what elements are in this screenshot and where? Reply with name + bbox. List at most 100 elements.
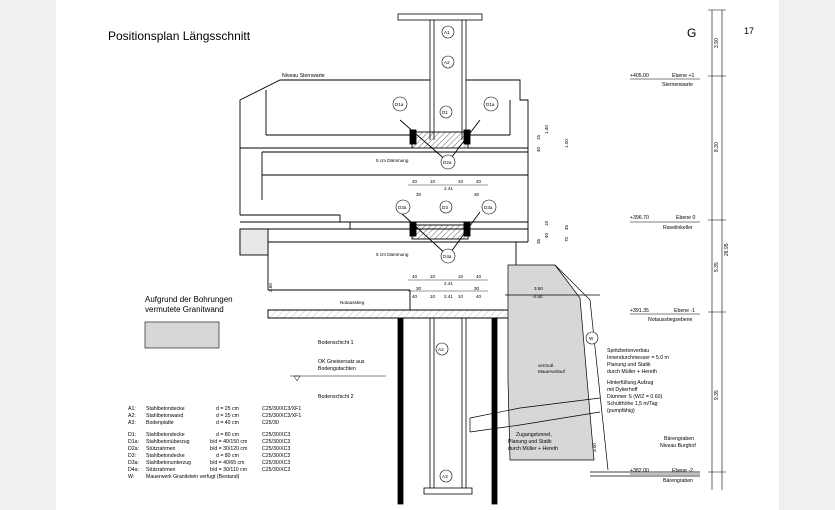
svg-text:40: 40 — [412, 294, 418, 299]
legend-spec: C25/30/XC3 — [262, 460, 290, 466]
svg-text:1.00: 1.00 — [564, 139, 569, 148]
callouts: A1 A2 D1a D1 D1a D2a D3a D3 D3a D4a A2 A… — [392, 25, 599, 483]
callout-d3: D3 — [439, 200, 453, 214]
legend-code: A1: — [128, 406, 136, 412]
svg-text:mit Dykerhoff: mit Dykerhoff — [607, 387, 638, 393]
svg-text:Planung und Statik: Planung und Statik — [508, 439, 552, 445]
svg-text:70: 70 — [564, 236, 569, 242]
legend-code: D1a: — [128, 439, 139, 445]
svg-text:40: 40 — [536, 146, 541, 152]
svg-text:10: 10 — [430, 179, 436, 184]
legend-name: Stahlbetondecke — [146, 453, 185, 459]
svg-text:Hinterfüllung Aufzug: Hinterfüllung Aufzug — [607, 380, 654, 386]
svg-text:D1: D1 — [442, 110, 448, 115]
drawing-sheet — [56, 0, 779, 510]
svg-text:2.41: 2.41 — [444, 281, 453, 286]
dim-350: 3.50 — [534, 286, 543, 291]
vertical-dimension-chain — [708, 9, 726, 490]
dim-label: 26.95 — [724, 243, 730, 256]
legend-dim: b/d = 40/65 cm — [210, 460, 244, 466]
callout-a1: A1 — [441, 25, 455, 39]
svg-text:D2a: D2a — [443, 160, 452, 165]
legend-code: D1: — [128, 432, 136, 438]
legend-name: Stahlbetonüberzug — [146, 439, 190, 445]
legend-name: Stahlbetonunterzug — [146, 460, 191, 466]
svg-text:Bärengraben: Bärengraben — [664, 436, 694, 442]
level-sub: Bärengraben — [663, 478, 693, 484]
legend-dim: d = 25 cm — [216, 413, 239, 419]
callout-d3a-right: D3a — [481, 199, 497, 215]
svg-text:A2: A2 — [438, 347, 444, 352]
spritz-note: Spritzbetonverbau Innendurchmesser = 5.0… — [607, 348, 669, 375]
level-elevation: +396.70 — [630, 215, 649, 221]
level-name: Ebene -1 — [674, 308, 695, 314]
masonry-note-2: Mauerverlauf — [538, 369, 566, 374]
upper-structure — [239, 79, 529, 319]
svg-text:Schütthöhe 1,5 m/Tag: Schütthöhe 1,5 m/Tag — [607, 401, 658, 407]
note-daemmung-1: 5 cm Dämmung — [376, 158, 409, 163]
dim-label: 3.90 — [714, 38, 720, 48]
legend-name: Stützrahmen — [146, 467, 176, 473]
callout-d1: D1 — [439, 105, 453, 119]
drawing-title: Positionsplan Längsschnitt — [108, 29, 251, 43]
gneis-marker — [290, 375, 386, 382]
callout-a2-bottom: A2 — [435, 342, 449, 356]
svg-text:D1a: D1a — [395, 102, 404, 107]
svg-text:Planung und Statik: Planung und Statik — [607, 362, 651, 368]
note-daemmung-2: 5 cm Dämmung — [376, 252, 409, 257]
svg-text:D3: D3 — [442, 205, 448, 210]
dim-260: 2.60 — [268, 283, 273, 292]
svg-text:10: 10 — [458, 179, 464, 184]
legend-spec: C25/30/XC3/XF1 — [262, 406, 301, 412]
level-marker-1: +405.00 Ebene +1 Sternenwarte — [630, 73, 700, 88]
legend-code: A2: — [128, 413, 136, 419]
svg-text:A2: A2 — [444, 60, 450, 65]
legend-dim: d = 40 cm — [216, 420, 239, 426]
existing-masonry — [469, 264, 700, 477]
svg-text:40: 40 — [412, 274, 418, 279]
legend-spec: C25/30 — [262, 420, 279, 426]
svg-text:2.41: 2.41 — [444, 186, 453, 191]
legend-name: Stahlbetondecke — [146, 432, 185, 438]
level-elevation: +391.35 — [630, 308, 649, 314]
legend-dim: d = 80 cm — [216, 432, 239, 438]
svg-text:D1a: D1a — [486, 102, 495, 107]
legend-dim: b/d = 40/150 cm — [210, 439, 247, 445]
svg-text:Niveau Burghof: Niveau Burghof — [660, 443, 696, 449]
dim-450: -4.50 — [532, 294, 543, 299]
gneis-note-1: OK Gneisersatz aus — [318, 359, 365, 365]
svg-text:A3: A3 — [442, 474, 448, 479]
svg-text:durch Müller + Hereth: durch Müller + Hereth — [607, 369, 657, 375]
legend-name: Mauerwerk Granitstein verfugt (Bestand) — [146, 474, 240, 480]
level-sub: Ravelinkeller — [663, 225, 693, 231]
svg-text:Innendurchmesser = 5.0 m: Innendurchmesser = 5.0 m — [607, 355, 669, 361]
legend-code: D3a: — [128, 460, 139, 466]
level-name: Ebene +1 — [672, 73, 694, 79]
tunnel-note: Zugangstunnel, Planung und Statik durch … — [508, 432, 558, 452]
svg-text:durch Müller + Hereth: durch Müller + Hereth — [508, 446, 558, 452]
legend-dim: b/d = 30/120 cm — [210, 446, 247, 452]
baerengraben-note: Bärengraben Niveau Burghof — [660, 436, 696, 449]
svg-text:Zugangstunnel,: Zugangstunnel, — [516, 432, 552, 438]
vertical-dims-2: 35 40 10 45 70 — [536, 220, 569, 244]
dim-label: 5.35 — [714, 262, 720, 272]
hinterfuellung-note: Hinterfüllung Aufzug mit Dykerhoff Dämme… — [607, 380, 662, 414]
granite-note-1: Aufgrund der Bohrungen — [145, 295, 233, 304]
callout-a2-top: A2 — [441, 55, 455, 69]
legend-code: W: — [128, 474, 134, 480]
svg-text:40: 40 — [544, 232, 549, 238]
dim-label: 8.30 — [714, 142, 720, 152]
svg-text:30: 30 — [474, 192, 480, 197]
callout-d2a: D2a — [440, 154, 456, 170]
level-marker-3: +391.35 Ebene -1 Notausstiegsebene — [630, 308, 700, 323]
granite-note-2: vermutete Granitwand — [145, 305, 224, 314]
dim-row-3: 40 10 2.41 10 40 — [408, 290, 488, 299]
svg-text:2.41: 2.41 — [444, 294, 453, 299]
legend-code: D3: — [128, 453, 136, 459]
granite-legend-swatch — [144, 321, 220, 349]
svg-text:(pumpfähig): (pumpfähig) — [607, 408, 635, 414]
callout-d4a: D4a — [440, 248, 456, 264]
svg-text:40: 40 — [476, 274, 482, 279]
legend-spec: C25/30/XC3 — [262, 453, 290, 459]
